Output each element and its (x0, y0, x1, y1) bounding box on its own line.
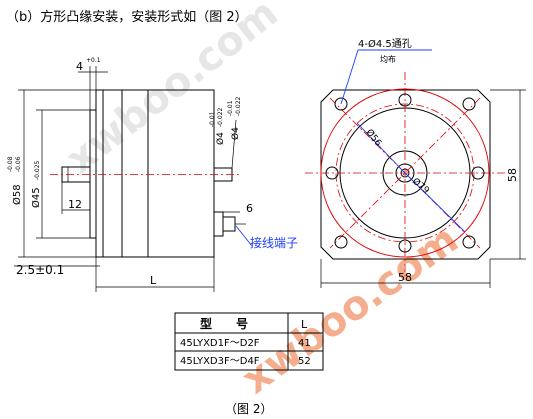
dia-outer-tol2: -0.06 (15, 156, 22, 172)
dia-shaft-tol2: -0.022 (217, 107, 224, 127)
table-row-2-length: 52 (298, 356, 311, 367)
table-header-length: L (301, 318, 308, 331)
dia-shaft-tol1: -0.01 (209, 111, 216, 127)
holes-label: 4-Ø4.5通孔 (358, 38, 412, 50)
shaft-length: 12 (68, 198, 82, 211)
height-dim: 58 (506, 168, 519, 182)
dia-shaft2-tol1: -0.01 (227, 100, 234, 116)
table-row-2-model: 45LYXD3F～D4F (180, 356, 260, 367)
table-header-model: 型 号 (200, 316, 248, 331)
dia-spigot: Ø45 (30, 187, 42, 208)
width-dim: 58 (398, 271, 412, 284)
side-view (50, 89, 246, 258)
dia-shaft2-tol2: -0.022 (235, 96, 242, 116)
dia-shaft: Ø4 (215, 132, 226, 145)
dia-spigot-tol: -0.025 (34, 160, 41, 180)
table-row-1-model: 45LYXD1F～D2F (180, 338, 260, 349)
dim-top-tol: +0.1 (86, 57, 101, 64)
figure-caption: （图 2） (225, 402, 272, 416)
terminal-callout: 接线端子 (235, 225, 298, 250)
terminal-label: 接线端子 (250, 235, 298, 250)
dim-top: 4 (76, 60, 83, 73)
dia-bolt-circle: Ø56 (364, 127, 384, 149)
heading: （b）方形凸缘安装，安装形式如（图 2） (6, 9, 248, 25)
holes-sub: 均布 (380, 54, 396, 64)
side-view-dimensions: 4 +0.1 Ø58 -0.08 -0.06 Ø45 -0.025 12 Ø4 … (7, 57, 253, 292)
dia-shaft2: Ø4 (230, 127, 241, 140)
length-label: L (150, 274, 157, 287)
front-view (305, 72, 506, 276)
watermark-top: xwboo.com (58, 0, 287, 183)
flange-dim: 2.5±0.1 (16, 263, 64, 277)
terminal-dim: 6 (246, 202, 253, 215)
table-row-1-length: 41 (298, 338, 311, 349)
dia-outer-tol: -0.08 (7, 156, 14, 172)
dia-outer: Ø58 (11, 184, 23, 205)
model-table: 型 号 L 45LYXD1F～D2F 41 45LYXD3F～D4F 52 (174, 312, 324, 371)
